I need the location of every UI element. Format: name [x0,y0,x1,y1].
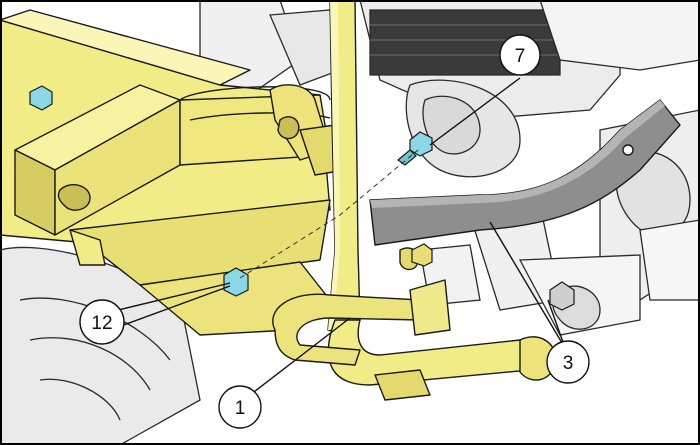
callout-label: 1 [235,398,246,419]
leader-lines [109,77,566,396]
alignment-dashed-line [239,149,419,279]
nut-icon [29,85,53,111]
callout-3: 3 [546,340,590,384]
callout-7: 7 [499,34,541,76]
callout-label: 7 [515,46,526,67]
nut-icon [223,267,249,297]
callout-label: 12 [91,313,112,334]
callout-12: 12 [79,299,125,345]
fasteners [29,85,575,311]
callout-label: 3 [563,353,574,374]
gray-strap [369,99,681,246]
callout-1: 1 [218,385,262,429]
bumper-frame [0,0,557,401]
